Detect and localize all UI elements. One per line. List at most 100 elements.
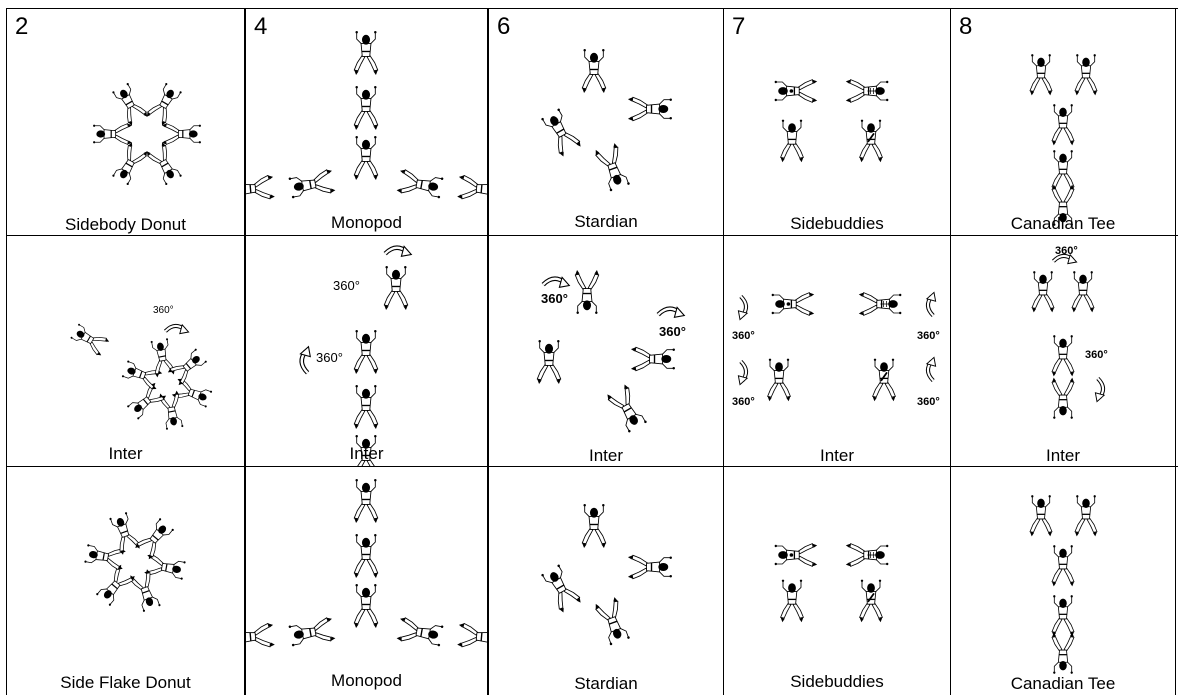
side-flake-donut-diagram <box>84 512 186 612</box>
rotation-label: 360° <box>917 396 940 408</box>
canadian-tee-diagram <box>1029 495 1098 674</box>
skydiver-icon <box>457 622 487 648</box>
skydiver-icon <box>1051 595 1075 637</box>
skydiver-icon <box>872 358 896 402</box>
formation-caption: Stardian <box>574 212 638 231</box>
skydiver-icon <box>161 123 201 145</box>
skydiver-icon <box>1029 54 1053 96</box>
rotation-arrow-icon <box>925 356 937 383</box>
cell-6-bottom: Stardian <box>489 467 723 695</box>
cell-4-bottom: Monopod <box>246 467 487 695</box>
skydiver-icon <box>146 83 182 126</box>
sidebody-donut-diagram <box>93 83 201 185</box>
skydiver-icon <box>70 323 110 356</box>
skydiver-icon <box>1074 495 1098 537</box>
monopod-diagram <box>246 31 487 200</box>
skydiver-icon <box>353 479 379 524</box>
formation-caption: Inter <box>349 444 384 463</box>
skydiver-icon <box>109 512 140 555</box>
skydiver-icon <box>1051 184 1075 226</box>
formation-number: 2 <box>15 13 29 40</box>
formation-caption: Monopod <box>331 671 402 690</box>
cell-2-inter: 360° Inter <box>7 236 244 466</box>
skydiver-icon <box>353 584 379 629</box>
formation-number: 4 <box>254 13 268 40</box>
skydiver-icon <box>1051 632 1075 674</box>
skydiver-icon <box>288 617 336 647</box>
skydiver-icon <box>630 346 675 372</box>
formation-caption: Inter <box>819 446 855 465</box>
formation-caption: Sidebuddies <box>790 214 884 233</box>
rotation-label: 360° <box>917 330 940 342</box>
skydiver-icon <box>130 569 161 612</box>
cell-2-bottom: Side Flake Donut <box>7 467 244 695</box>
skydiver-icon <box>1051 150 1075 192</box>
skydiver-icon <box>774 543 818 567</box>
skydiver-icon <box>858 292 902 316</box>
rotation-arrow-icon <box>1094 376 1106 403</box>
skydiver-icon <box>859 579 883 623</box>
skydiver-icon <box>767 358 791 402</box>
skydiver-icon <box>1074 54 1098 96</box>
divider-6-7 <box>723 8 724 695</box>
skydiver-icon <box>355 435 377 466</box>
skydiver-icon <box>112 83 148 126</box>
skydiver-icon <box>541 564 581 613</box>
skydiver-icon <box>607 384 647 433</box>
divider-4-6 <box>487 8 489 695</box>
sidebuddies-diagram <box>774 79 889 163</box>
skydiver-icon <box>1071 271 1095 313</box>
cell-4-inter: 360° 360° Inter <box>246 236 487 466</box>
rotation-arrow-icon <box>163 323 190 335</box>
skydiver-icon <box>159 390 184 430</box>
skydiver-icon <box>353 86 379 131</box>
skydiver-icon <box>353 330 379 375</box>
formation-number: 7 <box>732 13 746 40</box>
skydiver-icon <box>574 269 600 314</box>
cell-8-bottom: Canadian Tee <box>951 467 1175 695</box>
skydiver-icon <box>353 385 379 430</box>
rotation-label: 360° <box>1085 349 1108 361</box>
monopod-diagram <box>246 479 487 648</box>
formation-caption: Side Flake Donut <box>60 673 191 692</box>
formation-caption: Inter <box>108 444 143 463</box>
inter-diagram <box>737 291 937 402</box>
border-left <box>6 8 7 695</box>
skydiver-icon <box>93 123 133 145</box>
canadian-tee-diagram <box>1029 54 1098 226</box>
skydiver-icon <box>595 143 630 192</box>
skydiver-icon <box>581 504 607 549</box>
skydiver-icon <box>112 142 148 185</box>
formation-caption: Inter <box>1045 446 1081 465</box>
skydiver-icon <box>845 543 889 567</box>
skydiver-icon <box>627 554 672 580</box>
rotation-label: 360° <box>316 350 343 365</box>
skydiver-icon <box>167 348 207 386</box>
skydiver-icon <box>353 534 379 579</box>
rotation-arrow-icon <box>541 276 571 288</box>
formation-number: 8 <box>959 13 973 40</box>
skydiver-icon <box>1051 104 1075 146</box>
rotation-arrow-icon <box>737 294 749 321</box>
skydiver-icon <box>780 119 804 163</box>
inter-diagram <box>1031 253 1106 419</box>
stardian-diagram <box>541 49 672 192</box>
skydiver-icon <box>774 79 818 103</box>
stardian-diagram <box>541 504 672 646</box>
skydiver-icon <box>581 49 607 94</box>
skydiver-icon <box>627 96 672 122</box>
rotation-arrow-icon <box>737 359 749 386</box>
rotation-label: 360° <box>333 278 360 293</box>
skydiver-icon <box>383 266 409 311</box>
skydiver-icon <box>144 553 186 580</box>
skydiver-icon <box>771 292 815 316</box>
cell-6-inter: 360° 360° Inter <box>489 236 723 466</box>
formation-caption: Canadian Tee <box>1010 214 1116 233</box>
rotation-arrow-icon <box>1051 253 1078 265</box>
formation-caption: Inter <box>588 446 624 465</box>
skydiver-icon <box>1029 495 1053 537</box>
divider-7-8 <box>950 8 951 695</box>
skydiver-icon <box>595 597 630 646</box>
rotation-arrow-icon <box>383 245 413 257</box>
